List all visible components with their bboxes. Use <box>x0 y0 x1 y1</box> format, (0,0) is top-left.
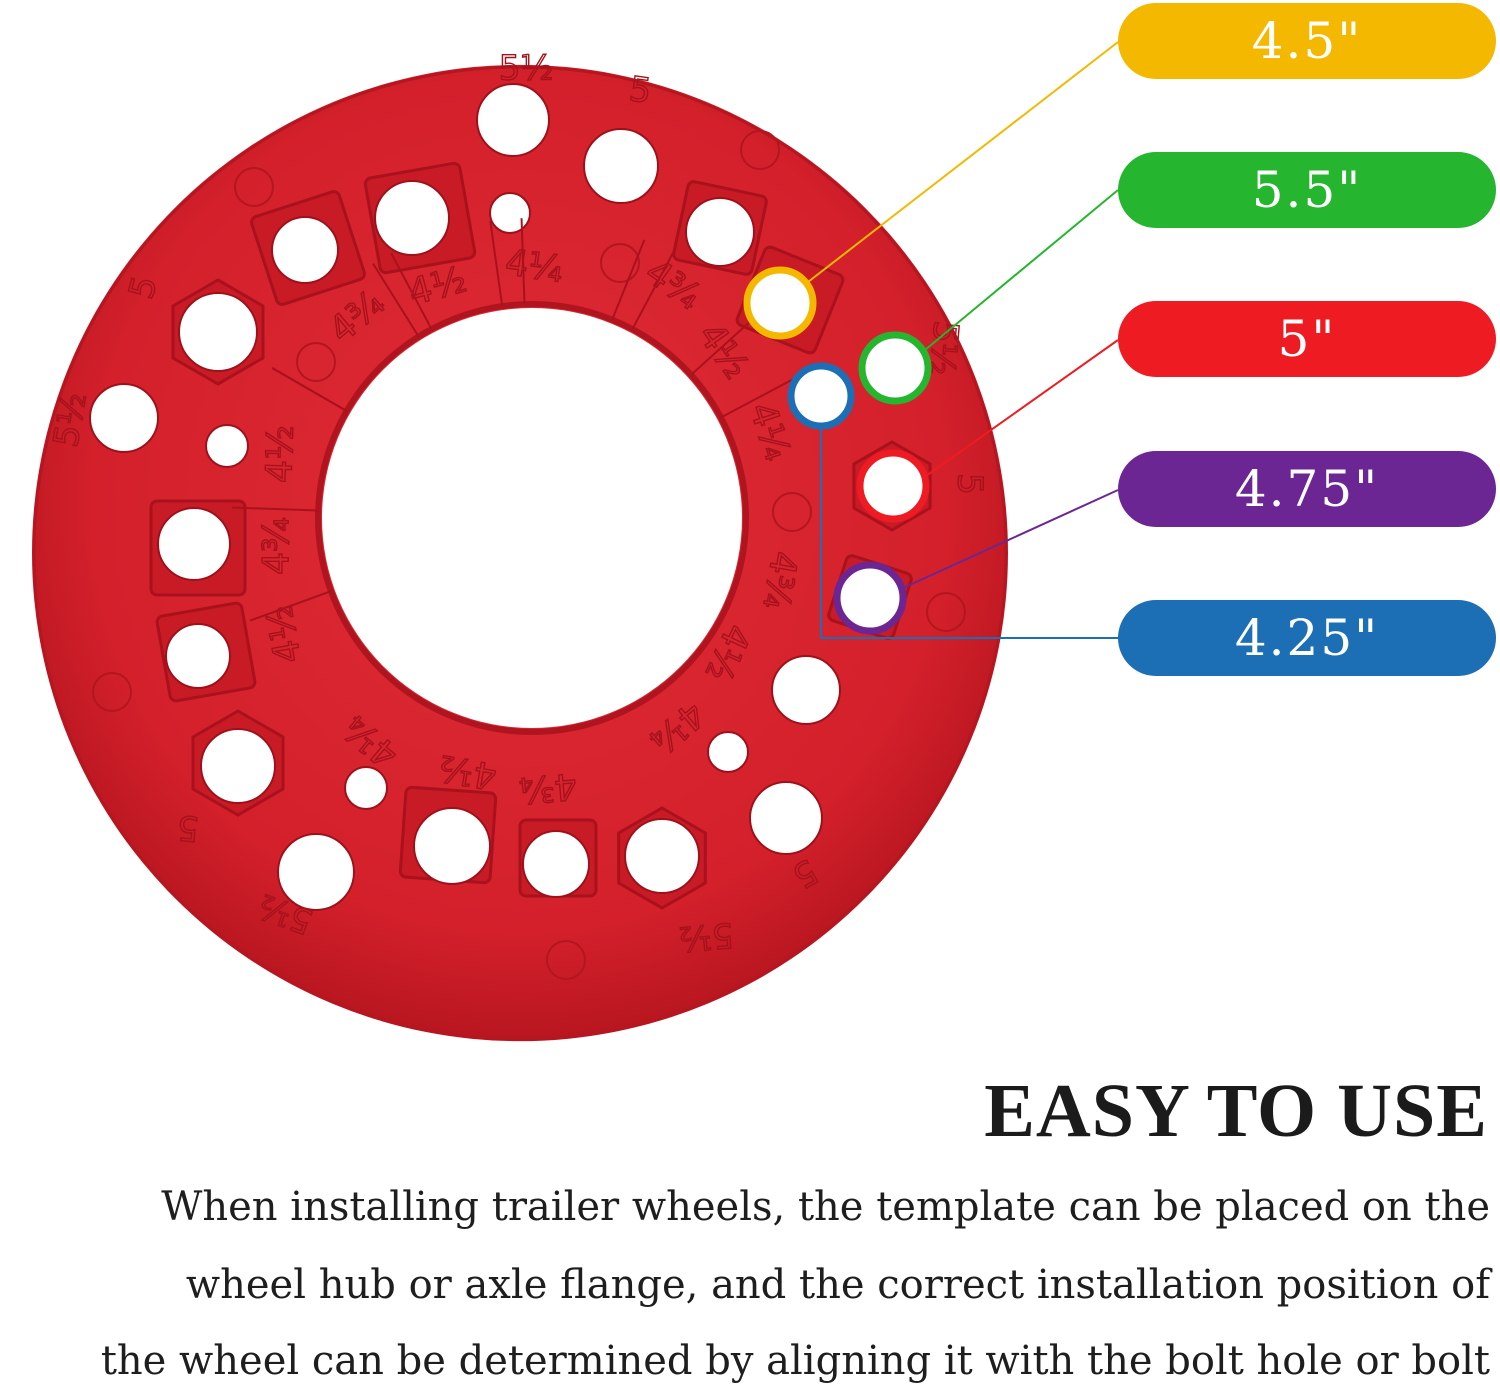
callout-label-4-25: 4.25" <box>1234 609 1380 667</box>
template-bolt-hole <box>707 731 749 773</box>
template-bolt-hole <box>749 781 823 855</box>
callout-label-5: 5" <box>1277 310 1337 368</box>
template-dimple <box>740 130 780 170</box>
template-bolt-hole <box>489 192 531 234</box>
callout-leader-line <box>820 427 1118 639</box>
template-dimple <box>600 243 640 283</box>
template-bolt-hole <box>271 216 339 284</box>
template-bolt-hole <box>157 507 231 581</box>
template-divider-line <box>631 252 674 330</box>
red-ring-icon <box>856 449 930 523</box>
template-rim-label: 5½ <box>677 914 735 959</box>
callout-pill-5-5: 5.5" <box>1118 152 1496 228</box>
template-dimple <box>926 592 966 632</box>
template-bolt-hole <box>165 623 231 689</box>
template-bolt-hole <box>685 197 755 267</box>
purple-ring-icon <box>833 561 907 635</box>
template-inner-label: 4¾ <box>518 765 579 811</box>
description-line-3: the wheel can be determined by aligning … <box>100 1338 1490 1384</box>
template-bolt-hole <box>178 292 258 372</box>
template-dimple <box>234 167 274 207</box>
template-rim-label: 5 <box>950 473 990 495</box>
template-divider-line <box>489 220 504 307</box>
template-rim-label: 5½ <box>499 49 554 89</box>
callout-pill-5: 5" <box>1118 301 1496 377</box>
template-divider-line <box>390 252 433 330</box>
page-heading: EASY TO USE <box>984 1069 1488 1153</box>
template-divider-line <box>611 239 646 320</box>
description-line-1: When installing trailer wheels, the temp… <box>161 1184 1490 1230</box>
template-inner-ring-edge <box>315 301 749 735</box>
callout-highlight-rings <box>743 266 932 635</box>
template-bolt-hole <box>344 766 388 810</box>
description-line-2: wheel hub or axle flange, and the correc… <box>185 1262 1490 1308</box>
callout-leader-line <box>925 339 1119 477</box>
template-bolt-hole <box>583 128 659 204</box>
template-bolt-hole <box>277 833 355 911</box>
template-bolt-hole <box>200 728 276 804</box>
callout-pill-4-5: 4.5" <box>1118 3 1496 79</box>
template-dimple-group <box>92 130 966 980</box>
blue-ring-icon <box>787 362 855 430</box>
callout-label-5-5: 5.5" <box>1251 161 1363 219</box>
callout-leader-line <box>902 489 1119 589</box>
template-bolt-hole <box>205 424 249 468</box>
template-inner-label: 4½ <box>259 424 302 483</box>
template-divider-line <box>232 506 319 512</box>
template-divider-line <box>520 218 526 305</box>
template-bolt-hole <box>374 180 450 256</box>
template-bolt-hole <box>624 818 700 894</box>
template-bolt-hole <box>522 830 590 898</box>
yellow-ring-icon <box>743 266 817 340</box>
template-bolt-hole <box>89 383 159 453</box>
callout-pill-4-75: 4.75" <box>1118 451 1496 527</box>
callout-leader-lines <box>807 41 1119 639</box>
template-inner-label: 4¼ <box>503 242 566 291</box>
green-ring-icon <box>858 331 932 405</box>
template-divider-line <box>372 263 420 338</box>
template-divider-line <box>690 316 756 376</box>
template-rim-label: 5 <box>175 807 200 849</box>
template-dimple <box>546 940 586 980</box>
callout-pill-4-25: 4.25" <box>1118 600 1496 676</box>
template-outer-ring-edge <box>32 65 1008 1041</box>
template-divider-line <box>720 376 798 419</box>
template-bolt-hole <box>476 83 550 157</box>
template-bolt-hole <box>413 807 491 885</box>
template-divider-line <box>249 590 332 622</box>
template-divider-line <box>271 367 348 412</box>
template-dimple <box>772 492 812 532</box>
template-bolt-hole <box>771 655 841 725</box>
template-inner-label: 4¾ <box>256 517 297 575</box>
callout-leader-line <box>924 189 1119 351</box>
template-dimple <box>296 342 336 382</box>
callout-label-4-5: 4.5" <box>1251 12 1363 70</box>
callout-label-4-75: 4.75" <box>1234 460 1380 518</box>
callout-leader-line <box>807 41 1119 283</box>
template-dimple <box>92 672 132 712</box>
